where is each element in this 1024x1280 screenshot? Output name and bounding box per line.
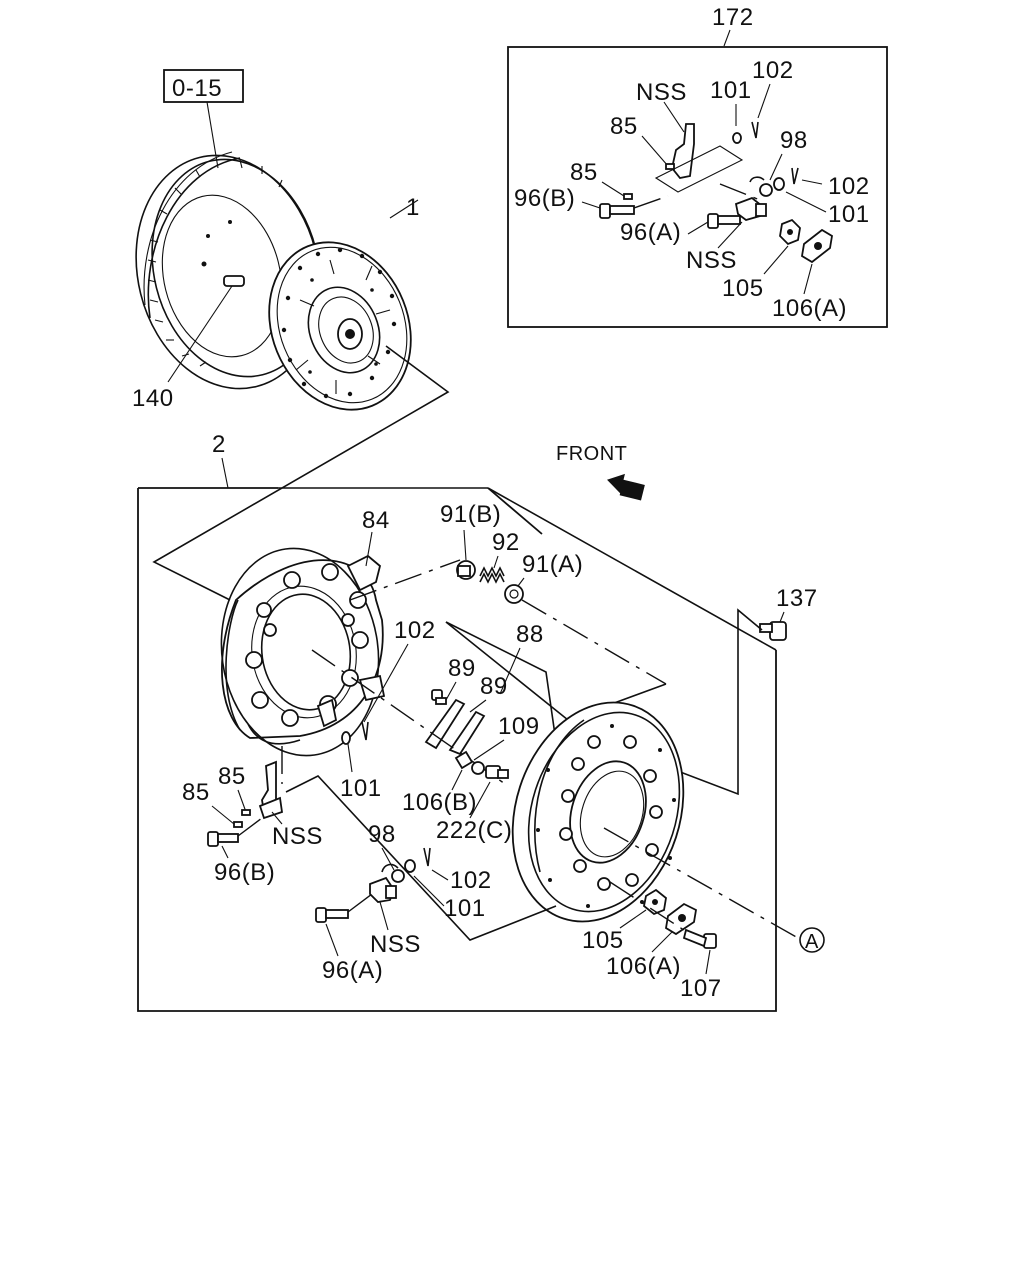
front-label: FRONT	[556, 443, 627, 465]
callout-106b[interactable]: 106(B)	[402, 789, 477, 816]
callout-106a[interactable]: 106(A)	[606, 953, 681, 980]
clutch-cover[interactable]	[208, 531, 391, 766]
nss-top[interactable]: NSS	[636, 79, 687, 106]
callout-106a-top[interactable]: 106(A)	[772, 295, 847, 322]
callout-85-d[interactable]: 85	[182, 779, 210, 806]
callout-91b[interactable]: 91(B)	[440, 501, 501, 528]
nss-low[interactable]: NSS	[370, 931, 421, 958]
callout-172[interactable]: 172	[712, 4, 754, 31]
release-lever-upper[interactable]	[671, 123, 695, 179]
callout-92[interactable]: 92	[492, 529, 520, 556]
callout-101-low[interactable]: 101	[444, 895, 486, 922]
box-2: 2	[137, 345, 825, 1012]
callout-85-a[interactable]: 85	[610, 113, 638, 140]
dowel-pin[interactable]	[223, 275, 245, 287]
callout-91a[interactable]: 91(A)	[522, 551, 583, 578]
ref-box-label: 0-15	[172, 75, 222, 102]
callout-2[interactable]: 2	[212, 431, 226, 458]
callout-1[interactable]: 1	[406, 194, 420, 221]
nut-105[interactable]	[643, 888, 667, 916]
callout-89-a[interactable]: 89	[448, 655, 476, 682]
callout-105-top[interactable]: 105	[722, 275, 764, 302]
gasket-106a[interactable]	[665, 902, 697, 936]
spring-seat-91a[interactable]	[504, 584, 524, 604]
marker-a-circle[interactable]: A	[799, 927, 825, 953]
box-172-frame	[507, 46, 888, 328]
nss-bottom[interactable]: NSS	[686, 247, 737, 274]
callout-85-c[interactable]: 85	[218, 763, 246, 790]
callout-96a-top[interactable]: 96(A)	[620, 219, 681, 246]
callout-109[interactable]: 109	[498, 713, 540, 740]
callout-96b[interactable]: 96(B)	[214, 859, 275, 886]
pressure-plate[interactable]	[485, 680, 710, 944]
callout-101-mid[interactable]: 101	[340, 775, 382, 802]
release-lever-lower[interactable]	[258, 760, 283, 820]
bolt-96a[interactable]	[315, 907, 349, 923]
front-arrow-icon	[607, 473, 645, 501]
callout-102-low[interactable]: 102	[450, 867, 492, 894]
disc-rivets	[281, 247, 397, 399]
flywheel-teeth	[147, 159, 283, 367]
bolt-96a-top[interactable]	[707, 213, 741, 229]
callout-96a[interactable]: 96(A)	[322, 957, 383, 984]
callout-101-top[interactable]: 101	[710, 77, 752, 104]
callout-102-top[interactable]: 102	[752, 57, 794, 84]
marker-a: A	[805, 931, 819, 953]
callout-89-b[interactable]: 89	[480, 673, 508, 700]
box-172: 172 NSS 101 102 85 85 98 102 101 96(B)	[507, 4, 888, 328]
bolt-96b-top[interactable]	[599, 203, 635, 219]
callout-102-right[interactable]: 102	[828, 173, 870, 200]
gasket-106a-top[interactable]	[801, 228, 833, 264]
callout-222c[interactable]: 222(C)	[436, 817, 512, 844]
spring-seat-91b[interactable]	[456, 560, 476, 580]
bolt-222c[interactable]	[485, 765, 509, 779]
box-2-frame	[137, 487, 777, 1012]
bolt-96b[interactable]	[207, 831, 239, 847]
callout-140[interactable]: 140	[132, 385, 174, 412]
plate-106b[interactable]	[454, 750, 474, 770]
callout-137[interactable]: 137	[776, 585, 818, 612]
pressure-plate-holes	[536, 724, 676, 908]
callout-102-mid[interactable]: 102	[394, 617, 436, 644]
strap-bolt-88[interactable]	[431, 689, 447, 705]
callout-98[interactable]: 98	[368, 821, 396, 848]
lever-pivot-lower[interactable]	[369, 876, 397, 903]
bolt-107[interactable]	[682, 928, 717, 949]
callout-96b-top[interactable]: 96(B)	[514, 185, 575, 212]
lever-pivot-top[interactable]	[734, 196, 767, 221]
spring-92[interactable]	[479, 566, 505, 584]
callout-98-top[interactable]: 98	[780, 127, 808, 154]
clutch-disc[interactable]	[245, 221, 436, 431]
callout-105[interactable]: 105	[582, 927, 624, 954]
callout-107[interactable]: 107	[680, 975, 722, 1002]
front-indicator: FRONT	[556, 443, 645, 501]
nut-105-top[interactable]	[779, 218, 801, 246]
callout-101-right[interactable]: 101	[828, 201, 870, 228]
callout-85-b[interactable]: 85	[570, 159, 598, 186]
nss-left[interactable]: NSS	[272, 823, 323, 850]
callout-84[interactable]: 84	[362, 507, 390, 534]
ref-box[interactable]	[163, 69, 244, 103]
callout-88[interactable]: 88	[516, 621, 544, 648]
bolt-137[interactable]	[759, 621, 787, 641]
flywheel-assembly: 0-15 140	[132, 69, 436, 431]
